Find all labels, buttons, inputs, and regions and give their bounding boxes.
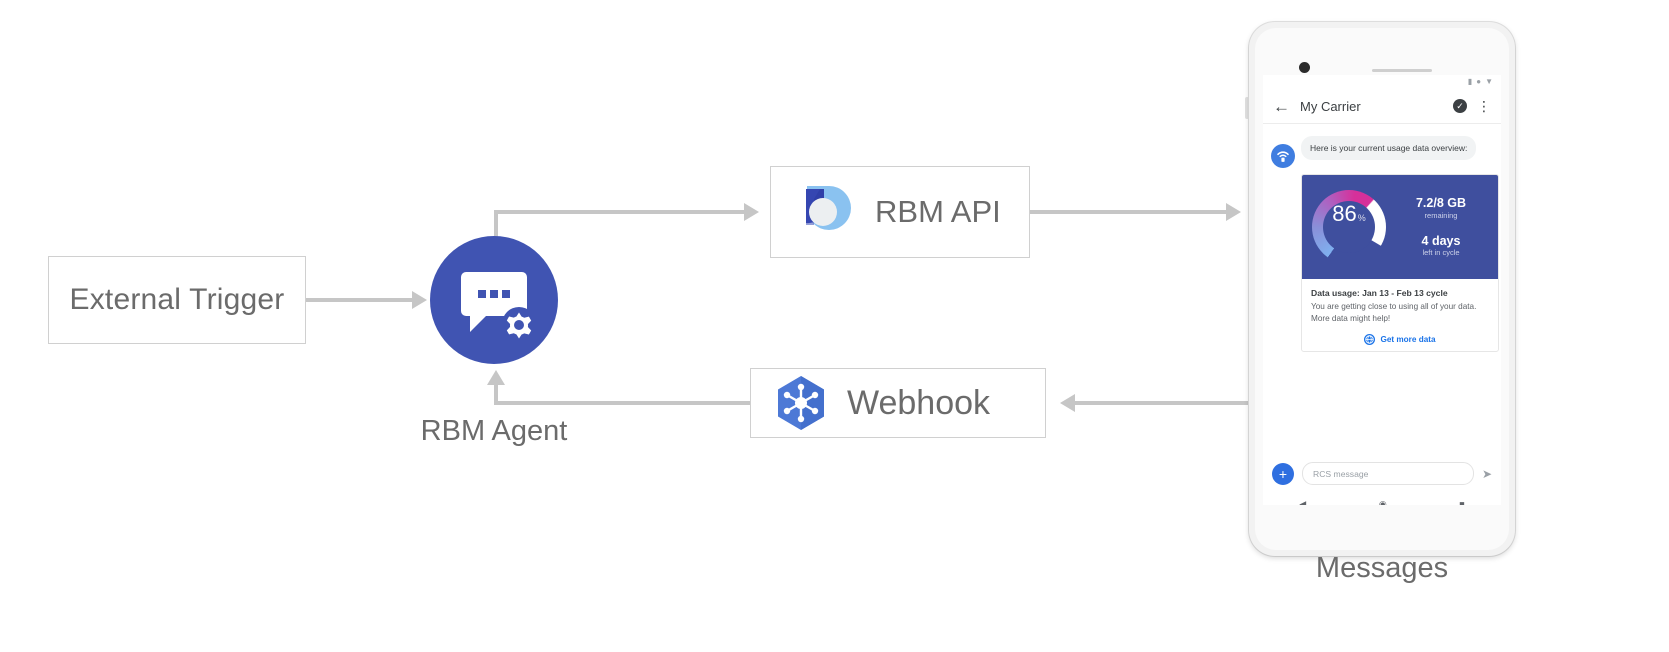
wifi-icon: ●	[1476, 77, 1482, 86]
data-remaining-value: 7.2/8 GB	[1415, 196, 1467, 211]
arrowhead-api-to-messages	[1226, 203, 1241, 221]
message-composer: + RCS message ➤	[1263, 456, 1501, 491]
messages-caption: Messages	[1315, 552, 1449, 584]
data-usage-gauge: 86 %	[1312, 190, 1386, 264]
rich-card-hero: 86 % 7.2/8 GB remaining 4 days left in c…	[1302, 175, 1498, 279]
node-rbm-api[interactable]: RBM API	[770, 166, 1030, 258]
arrowhead-messages-to-webhook	[1060, 394, 1075, 412]
globe-icon	[1364, 333, 1376, 345]
arrowhead-webhook-to-agent	[487, 370, 505, 385]
connector-agent-to-api-horizontal	[494, 210, 744, 214]
more-vert-icon[interactable]: ⋮	[1477, 98, 1491, 114]
node-webhook[interactable]: Webhook	[750, 368, 1046, 438]
gauge-value: 86	[1332, 201, 1357, 226]
get-more-data-label: Get more data	[1380, 334, 1436, 344]
days-left-value: 4 days	[1421, 233, 1461, 248]
webhook-hexagon-icon	[778, 376, 824, 430]
antenna-glyph	[1277, 151, 1289, 162]
external-trigger-label: External Trigger	[69, 283, 285, 316]
webhook-label: Webhook	[847, 383, 991, 422]
connector-api-to-messages	[1030, 210, 1226, 214]
rich-card-title: Data usage: Jan 13 - Feb 13 cycle	[1311, 288, 1448, 298]
phone-side-button	[1245, 97, 1249, 119]
conversation-thread: Here is your current usage data overview…	[1263, 124, 1501, 456]
node-external-trigger[interactable]: External Trigger	[48, 256, 306, 344]
chat-gear-icon	[461, 272, 536, 341]
gauge-unit: %	[1357, 213, 1366, 223]
rich-card[interactable]: 86 % 7.2/8 GB remaining 4 days left in c…	[1301, 174, 1499, 352]
incoming-message-row: Here is your current usage data overview…	[1271, 136, 1493, 168]
rich-card-description: You are getting close to using all of yo…	[1311, 302, 1477, 323]
rbm-droplet-icon	[801, 186, 851, 230]
status-bar: ▮ ● ▼	[1263, 75, 1501, 89]
battery-icon: ▼	[1485, 77, 1493, 86]
data-remaining-sub: remaining	[1424, 210, 1458, 220]
gauge-center: 86 %	[1323, 201, 1375, 253]
globe-glyph	[1365, 335, 1375, 344]
phone-screen: ▮ ● ▼ ← My Carrier ✓ ⋮ Here is your curr…	[1263, 75, 1501, 505]
rich-card-body: Data usage: Jan 13 - Feb 13 cycle You ar…	[1302, 279, 1498, 351]
plus-icon[interactable]: +	[1272, 462, 1294, 485]
rbm-api-label: RBM API	[875, 194, 1001, 229]
connector-messages-to-webhook	[1075, 401, 1255, 405]
connector-webhook-to-agent-vertical	[494, 385, 498, 405]
phone-camera-icon	[1299, 62, 1310, 73]
days-left-sub: left in cycle	[1422, 247, 1460, 257]
signal-icon: ▮	[1467, 77, 1473, 86]
home-circle-icon[interactable]: ◉	[1378, 498, 1387, 506]
arrowhead-trigger-to-agent	[412, 291, 427, 309]
recents-square-icon[interactable]: ■	[1459, 499, 1465, 505]
verified-shield-icon: ✓	[1453, 99, 1467, 113]
phone-earpiece-line	[1372, 69, 1432, 72]
back-triangle-icon[interactable]: ◀	[1299, 498, 1307, 506]
rbm-agent-caption: RBM Agent	[420, 415, 568, 447]
send-icon[interactable]: ➤	[1481, 466, 1492, 481]
incoming-message-bubble: Here is your current usage data overview…	[1301, 136, 1477, 161]
rcs-message-placeholder: RCS message	[1313, 468, 1369, 479]
arrow-back-icon[interactable]: ←	[1273, 96, 1290, 116]
node-rbm-agent[interactable]	[430, 236, 558, 364]
hero-stats: 7.2/8 GB remaining 4 days left in cycle	[1394, 196, 1488, 257]
arrowhead-agent-to-api	[744, 203, 759, 221]
conversation-title: My Carrier	[1300, 98, 1361, 114]
stats-spacer	[1394, 221, 1488, 234]
get-more-data-button[interactable]: Get more data	[1311, 332, 1489, 345]
connector-trigger-to-agent	[306, 298, 412, 302]
carrier-antenna-icon	[1271, 144, 1295, 168]
android-nav-bar: ◀ ◉ ■	[1263, 491, 1501, 505]
connector-webhook-to-agent-horizontal	[494, 401, 750, 405]
rcs-message-input[interactable]: RCS message	[1302, 462, 1474, 485]
app-bar: ← My Carrier ✓ ⋮	[1263, 89, 1501, 124]
